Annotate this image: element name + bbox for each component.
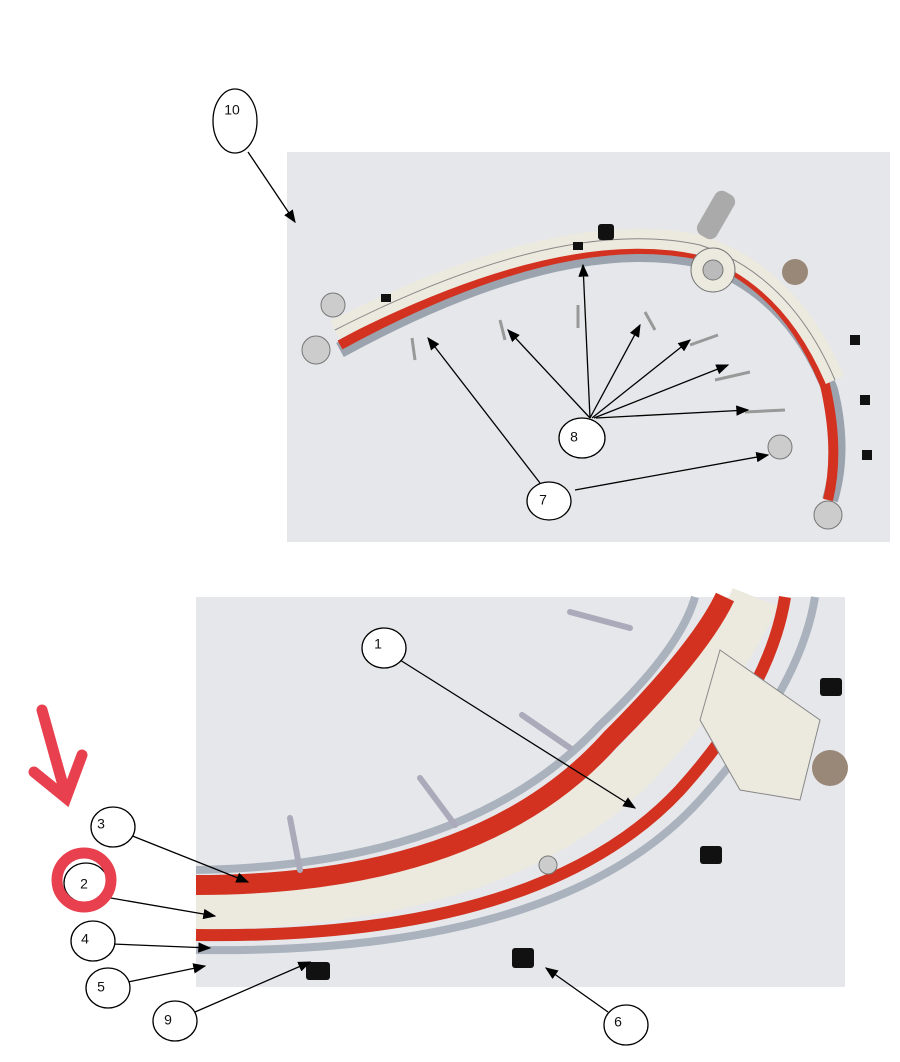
svg-text:5: 5 <box>97 979 105 995</box>
callout-10: 10 <box>212 88 258 154</box>
svg-text:6: 6 <box>614 1014 622 1030</box>
callout-1: 1 <box>361 627 407 669</box>
svg-text:7: 7 <box>539 492 547 508</box>
callout-6: 6 <box>603 1004 649 1046</box>
callout-3: 3 <box>90 806 136 848</box>
svg-text:3: 3 <box>97 816 105 832</box>
highlight-circle <box>51 847 117 913</box>
callout-7: 7 <box>526 481 572 521</box>
svg-text:8: 8 <box>570 429 578 445</box>
callout-8: 8 <box>558 417 606 459</box>
callout-4: 4 <box>70 920 116 962</box>
detail-assembly-view <box>195 587 848 987</box>
callout-5: 5 <box>85 967 131 1009</box>
svg-text:1: 1 <box>374 636 382 652</box>
highlight-arrow-icon <box>28 704 88 808</box>
top-assembly-view <box>287 152 890 542</box>
svg-text:10: 10 <box>224 102 240 118</box>
svg-text:2: 2 <box>80 876 88 892</box>
leader-lines <box>104 151 770 1013</box>
callout-9: 9 <box>152 1000 198 1042</box>
svg-text:9: 9 <box>164 1012 172 1028</box>
svg-text:4: 4 <box>81 931 89 947</box>
